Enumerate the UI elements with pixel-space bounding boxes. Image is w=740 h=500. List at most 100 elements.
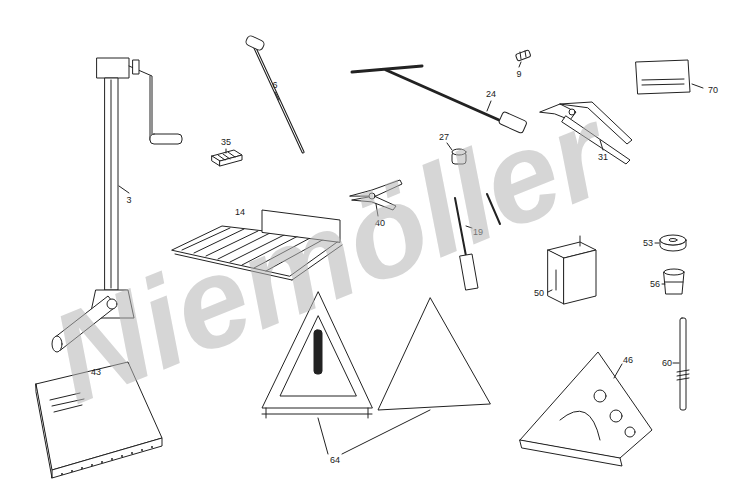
t-wrench — [352, 66, 527, 134]
drawing-stroke — [254, 237, 312, 268]
drawing-stroke — [564, 250, 596, 304]
drawing-stroke — [636, 60, 690, 94]
drawing-stroke — [52, 336, 62, 352]
drawing-stroke — [266, 238, 326, 271]
small-box — [212, 150, 242, 166]
warning-triangle — [262, 292, 490, 418]
drawing-stroke — [220, 155, 242, 166]
drawing-stroke — [669, 239, 677, 242]
drawing-stroke — [487, 101, 491, 111]
callout-number: 53 — [642, 238, 654, 248]
drawing-stroke — [107, 299, 117, 309]
drawing-stroke — [131, 452, 133, 454]
drawing-stroke — [81, 467, 83, 469]
drawing-stroke — [292, 245, 342, 280]
callout-number: 31 — [597, 152, 609, 162]
drawing-stroke — [280, 316, 356, 396]
callout-number: 3 — [125, 195, 132, 205]
drawing-stroke — [111, 458, 113, 460]
drawing-stroke — [655, 243, 659, 244]
drawing-stroke — [642, 84, 684, 85]
drawing-stroke — [455, 198, 466, 256]
drawing-stroke — [680, 318, 686, 410]
holder — [548, 236, 596, 304]
callout-number: 9 — [515, 69, 522, 79]
drawing-stroke — [111, 80, 112, 288]
drawing-stroke — [692, 84, 703, 88]
drawing-stroke — [610, 410, 622, 422]
drawing-stroke — [368, 408, 369, 418]
callout-number: 64 — [329, 455, 341, 465]
drawing-stroke — [548, 250, 564, 304]
drawing-stroke — [562, 116, 630, 164]
drawing-stroke — [460, 254, 478, 290]
leader-lines — [119, 62, 703, 454]
drawing-stroke — [569, 109, 575, 115]
drawing-stroke — [175, 254, 292, 280]
drawing-stroke — [262, 210, 340, 242]
drawing-stroke — [600, 140, 603, 150]
drawing-stroke — [677, 378, 689, 380]
callout-number: 35 — [220, 137, 232, 147]
drawing-stroke — [520, 352, 652, 458]
drawing-stroke — [226, 149, 227, 153]
drawing-stroke — [255, 48, 303, 152]
drawing-stroke — [580, 236, 581, 246]
drawing-stroke — [218, 155, 225, 160]
drawing-stroke — [262, 414, 372, 415]
callout-number: 50 — [533, 288, 545, 298]
drawing-stroke — [498, 111, 527, 133]
wedge-rack — [172, 210, 342, 280]
drawing-stroke — [262, 292, 372, 408]
drawing-stroke — [101, 461, 103, 463]
drawing-stroke — [119, 186, 129, 193]
drawing-stroke — [129, 66, 152, 140]
drawing-stroke — [369, 193, 375, 199]
drawing-stroke — [673, 363, 679, 364]
card — [636, 60, 690, 94]
callout-number: 19 — [472, 227, 484, 237]
drawing-stroke — [150, 134, 182, 144]
callout-number: 40 — [374, 218, 386, 228]
drawing-stroke — [61, 446, 153, 475]
drawing-stroke — [97, 58, 129, 78]
drawing-stroke — [91, 464, 93, 466]
drawing-stroke — [376, 204, 378, 216]
drawing-stroke — [660, 235, 686, 245]
drawing-stroke — [642, 79, 684, 80]
drawing-stroke — [594, 390, 606, 402]
drawing-stroke — [230, 234, 286, 262]
drawing-stroke — [625, 427, 635, 437]
drawing-stroke — [266, 408, 267, 418]
drawing-stroke — [556, 270, 557, 290]
callout-number: 46 — [622, 355, 634, 365]
callout-number: 24 — [485, 89, 497, 99]
drawing-stroke — [61, 473, 63, 475]
drawing-stroke — [378, 298, 490, 410]
drawing-stroke — [525, 51, 526, 57]
rod — [677, 318, 689, 410]
drawing-stroke — [520, 440, 622, 466]
drawing-stroke — [560, 411, 600, 440]
drawing-stroke — [36, 362, 162, 470]
wheel-chock — [520, 352, 652, 466]
drawing-stroke — [520, 52, 521, 59]
drawing-stroke — [105, 78, 118, 290]
drawing-stroke — [71, 470, 73, 472]
drawing-stroke — [560, 102, 632, 144]
drawing-stroke — [548, 290, 552, 292]
socket — [452, 149, 466, 164]
drawing-stroke — [677, 370, 689, 372]
callout-number: 43 — [90, 367, 102, 377]
drawing-stroke — [275, 92, 279, 100]
drawing-stroke — [664, 269, 684, 275]
drawing-stroke — [54, 405, 82, 412]
callout-number: 6 — [271, 80, 278, 90]
drawing-stroke — [540, 104, 576, 120]
screwdriver — [455, 194, 500, 290]
callout-number: 60 — [661, 358, 673, 368]
bolt — [515, 50, 531, 61]
